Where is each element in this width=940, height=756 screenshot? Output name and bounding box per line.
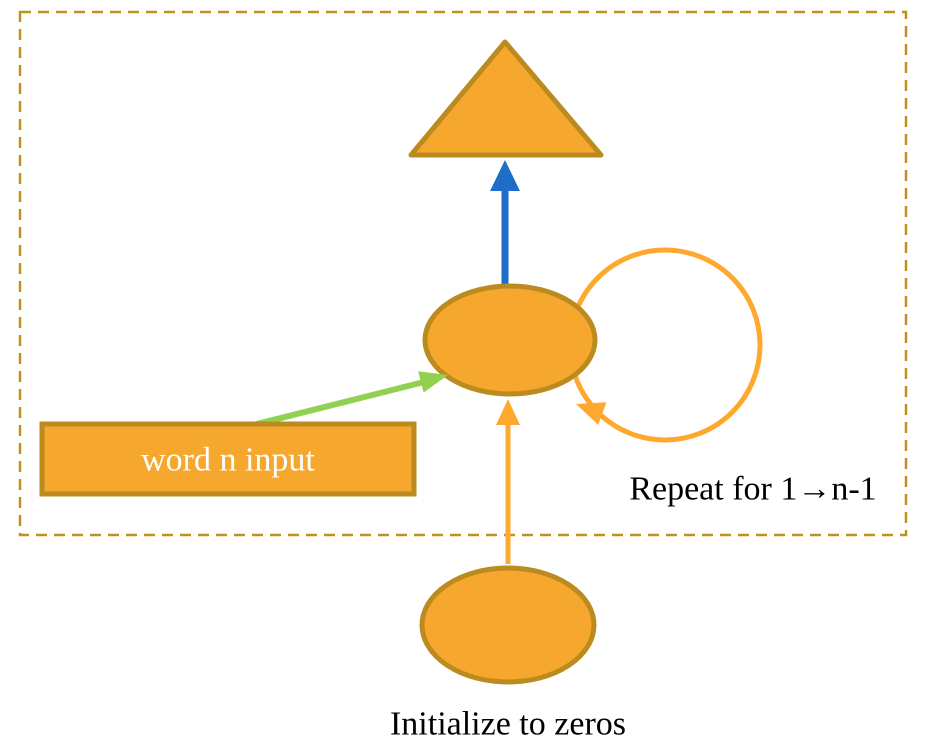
hidden-state-ellipse: [422, 283, 598, 397]
blue-output-arrowhead: [490, 160, 520, 191]
init-arrowhead: [496, 399, 520, 425]
repeat-label: Repeat for 1→n-1: [629, 471, 876, 508]
input-box: [39, 421, 417, 497]
output-triangle: [408, 39, 604, 158]
initialize-label: Initialize to zeros: [390, 706, 626, 743]
initial-state-ellipse: [419, 565, 597, 685]
dashed-boundary: [18, 10, 908, 537]
recurrent-loop-arrowhead: [576, 402, 607, 425]
input-arrowhead: [418, 371, 448, 393]
blue-output-arrow: [490, 160, 520, 288]
init-arrow: [496, 399, 520, 564]
input-arrow: [236, 371, 448, 432]
input-arrow-shaft: [236, 378, 429, 432]
input-box-label: word n input: [141, 442, 315, 479]
